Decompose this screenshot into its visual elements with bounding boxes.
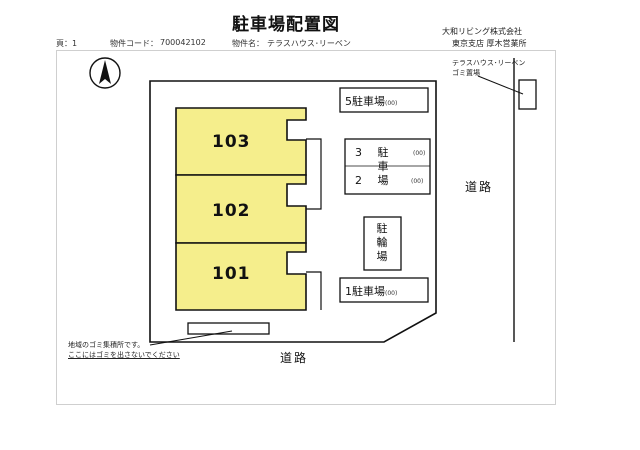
- parking-5-box: [339, 87, 429, 113]
- north-arrow-icon: [89, 57, 121, 89]
- parking-1-suffix: (00): [385, 290, 398, 297]
- page-number: 頁：1: [56, 39, 78, 48]
- garbage-label-line2: ゴミ置場: [452, 69, 480, 77]
- parking-1-box: [339, 277, 429, 303]
- bike-parking-char: 場: [376, 250, 388, 263]
- garbage-leader-bottom: [149, 330, 233, 346]
- parking-1-label: 1駐車場(00): [345, 283, 397, 299]
- parking-1-number: 1: [345, 285, 352, 298]
- parking-1-text: 駐車場: [352, 285, 385, 298]
- unit-103-label: 103: [212, 132, 251, 152]
- road-label-bottom: 道路: [280, 351, 309, 365]
- community-garbage-note-line2: ここにはゴミを出さないでください: [68, 351, 180, 359]
- bike-parking-char: 駐: [376, 222, 388, 235]
- parking-3-2-vertical-label: 駐 車 場: [376, 146, 390, 188]
- garbage-box-right: [518, 79, 537, 110]
- garbage-box-bottom: [187, 322, 270, 335]
- garbage-leader-right: [477, 75, 524, 95]
- unit-101-label: 101: [212, 264, 251, 284]
- property-name-label: 物件名：: [232, 39, 264, 48]
- page-title: 駐車場配置図: [232, 15, 340, 35]
- parking-char: 場: [377, 174, 389, 187]
- garbage-label-line1: テラスハウス･リーベン: [452, 59, 526, 67]
- parking-5-text: 駐車場: [352, 95, 385, 108]
- community-garbage-note-line1: 地域のゴミ集積所です。: [68, 341, 145, 349]
- parking-3-number: 3: [355, 146, 362, 159]
- parking-2-number: 2: [355, 174, 362, 187]
- parking-3-2-box: [344, 138, 431, 195]
- property-name: テラスハウス･リーベン: [267, 39, 351, 48]
- company-name: 大和リビング株式会社: [442, 27, 522, 36]
- bike-parking-box: [363, 216, 402, 271]
- parking-5-label: 5駐車場(00): [345, 93, 397, 109]
- bike-parking-char: 輪: [376, 236, 388, 249]
- parking-2-suffix: (00): [411, 178, 424, 185]
- parking-5-suffix: (00): [385, 100, 398, 107]
- company-office: 東京支店 厚木営業所: [452, 39, 527, 48]
- map-frame: [56, 50, 556, 405]
- unit-101-shape: [175, 242, 307, 311]
- road-label-right: 道路: [465, 180, 494, 194]
- unit-102-label: 102: [212, 201, 251, 221]
- site-boundary: [149, 80, 437, 343]
- unit-brackets: [306, 138, 322, 310]
- parking-char: 車: [377, 160, 389, 173]
- property-code: 700042102: [160, 38, 206, 47]
- bike-parking-label: 駐 輪 場: [375, 222, 389, 264]
- property-code-label: 物件コード：: [110, 39, 158, 48]
- parking-5-number: 5: [345, 95, 352, 108]
- parking-char: 駐: [377, 146, 389, 159]
- parking-3-suffix: (00): [413, 150, 426, 157]
- garbage-label-right: テラスハウス･リーベン ゴミ置場: [452, 58, 525, 78]
